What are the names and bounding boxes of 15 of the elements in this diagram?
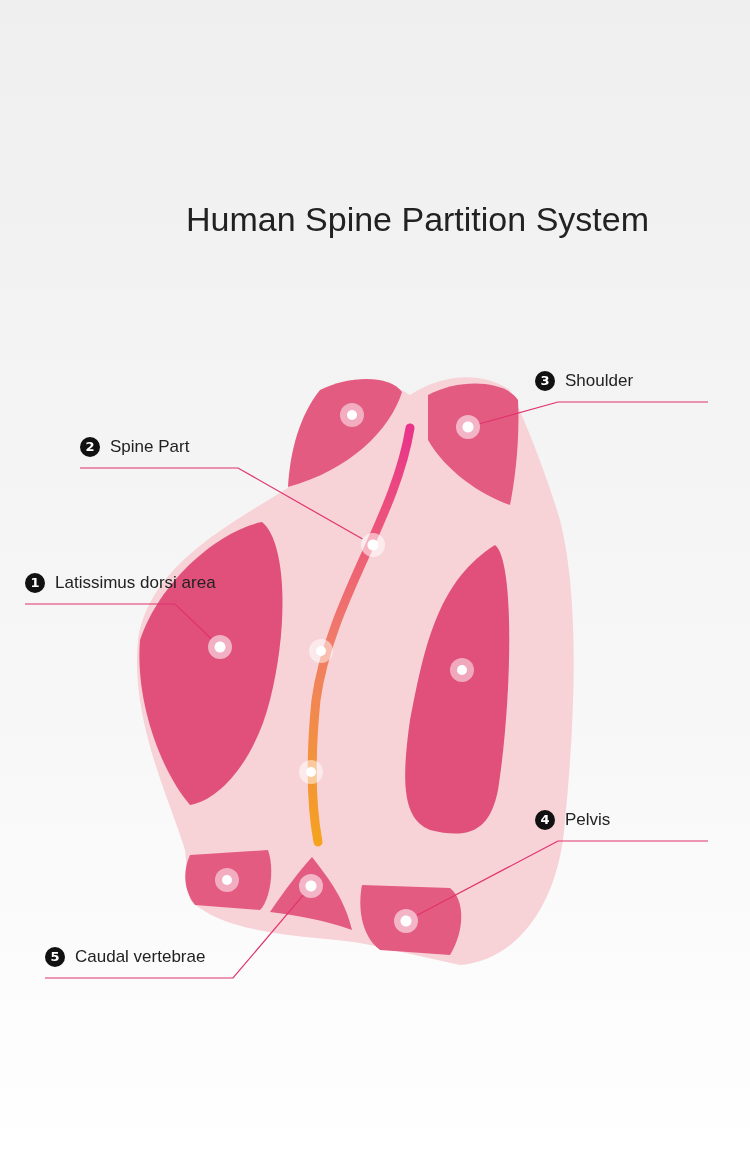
part-label: Spine Part xyxy=(110,436,191,458)
callout-number: 2 xyxy=(80,437,100,457)
callout-number: 3 xyxy=(535,371,555,391)
callout-number: 5 xyxy=(45,947,65,967)
callout-number: 1 xyxy=(25,573,45,593)
leader-line xyxy=(478,401,709,425)
part-label: Caudal vertebrae xyxy=(75,946,207,968)
part-label: Shoulder xyxy=(565,370,635,392)
leader-line xyxy=(79,467,364,540)
leader-line xyxy=(24,603,212,640)
part-label: Latissimus dorsi area xyxy=(55,572,217,594)
part-label: Pelvis xyxy=(565,809,612,831)
title: Human Spine Partition System xyxy=(185,200,650,239)
leader-line xyxy=(416,840,709,916)
leader-line xyxy=(44,894,304,979)
